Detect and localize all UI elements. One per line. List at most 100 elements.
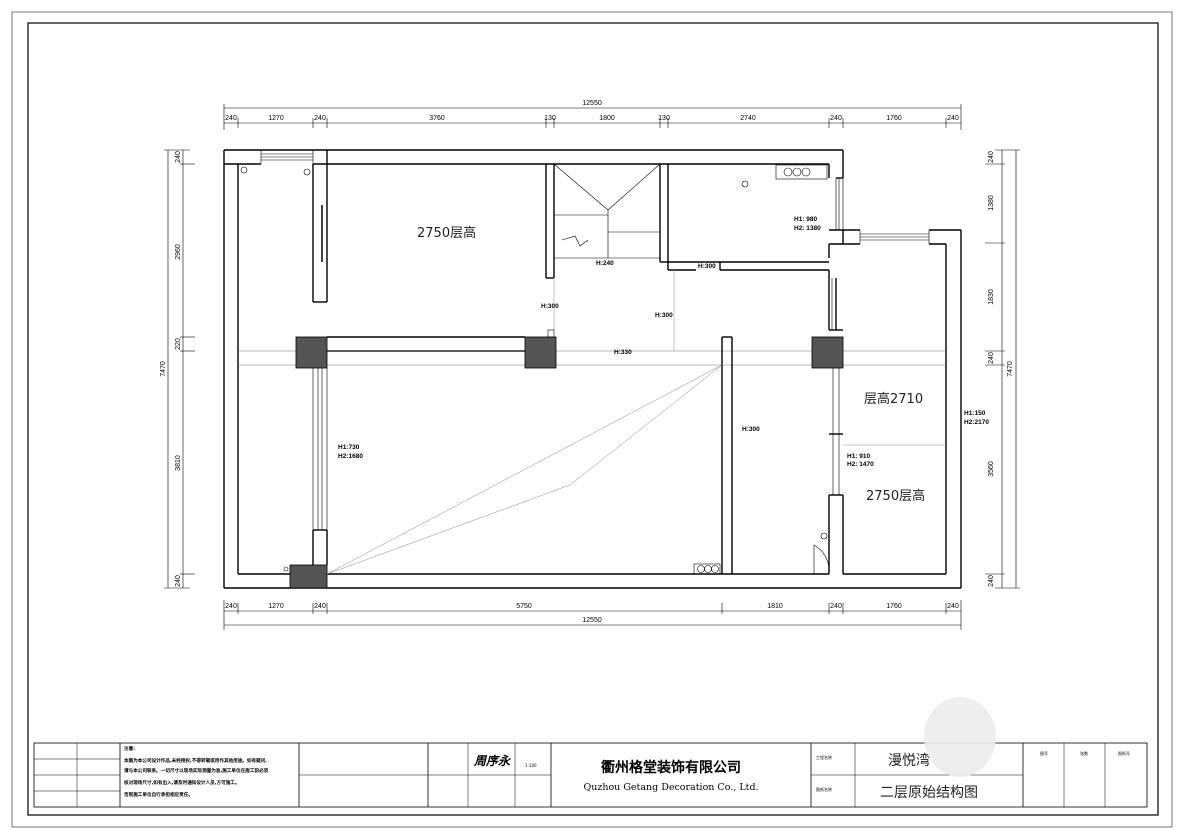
designer-signature: 周序永 xyxy=(473,754,512,768)
annotation-label: H2: 1470 xyxy=(847,461,874,468)
notes-heading: 注意: xyxy=(124,745,135,752)
top-dim-seg: 130 xyxy=(658,115,670,122)
top-dim-seg: 130 xyxy=(544,115,556,122)
stove xyxy=(775,164,828,180)
left-dim-seg: 220 xyxy=(175,338,182,350)
right-dim-seg: 240 xyxy=(988,352,995,364)
left-total-dim: 7470 xyxy=(160,361,167,377)
notes-text: 请与本公司联系。一切尺寸以现场实际测量为准,施工单位在施工前必须 xyxy=(124,767,269,774)
annotation-label: H1:150 xyxy=(964,410,986,417)
window-right-partition xyxy=(831,278,840,495)
right-dim-seg: 1380 xyxy=(988,195,995,211)
bottom-dim-seg: 1270 xyxy=(268,603,284,610)
door-swing xyxy=(813,544,830,574)
field-label: 工程名称 xyxy=(816,754,832,760)
window-kitchen-right xyxy=(835,178,844,230)
sink-bowl xyxy=(697,565,705,573)
annotation-label: H:300 xyxy=(541,303,559,310)
left-dim-seg: 2960 xyxy=(175,244,182,260)
annotation-label: H1: 910 xyxy=(847,453,871,460)
notes-text: 否则施工单位自行承担相应责任。 xyxy=(124,791,193,798)
floor-drain xyxy=(741,180,749,188)
top-dim-seg: 240 xyxy=(830,115,842,122)
bottom-dim-seg: 1810 xyxy=(767,603,783,610)
top-dim-seg: 1270 xyxy=(268,115,284,122)
left-dim-seg: 240 xyxy=(175,151,182,163)
interior-wall-middle xyxy=(327,336,525,352)
top-dim-seg: 240 xyxy=(314,115,326,122)
field-label: 图纸号 xyxy=(1118,750,1130,756)
pipe-marker xyxy=(820,532,828,540)
annotation-label: H:300 xyxy=(655,312,673,319)
structural-column xyxy=(811,336,844,369)
window-left-partition xyxy=(312,368,328,530)
interior-wall-left xyxy=(312,150,328,565)
pipe-marker xyxy=(240,166,248,174)
annotation-label: H1:730 xyxy=(338,444,360,451)
reference-lines xyxy=(326,270,946,575)
left-dimension-chain xyxy=(164,149,195,589)
annotation-label: H2: 1380 xyxy=(794,225,821,232)
staircase xyxy=(545,163,669,279)
top-dim-seg: 1760 xyxy=(886,115,902,122)
interior-wall-kitchen xyxy=(668,261,829,271)
annotation-label: H1: 980 xyxy=(794,216,818,223)
top-dim-seg: 3760 xyxy=(429,115,445,122)
drawing-title: 二层原始结构图 xyxy=(880,785,978,801)
right-dim-seg: 3560 xyxy=(988,461,995,477)
right-total-dim: 7470 xyxy=(1007,361,1014,377)
structural-column xyxy=(524,336,557,369)
structural-column xyxy=(295,336,328,369)
top-dim-seg: 240 xyxy=(947,115,959,122)
field-label: 图纸名称 xyxy=(816,786,832,792)
annotation-label: H:300 xyxy=(698,263,716,270)
stove-burner xyxy=(792,167,802,177)
top-dim-seg: 2740 xyxy=(740,115,756,122)
bottom-dim-seg: 240 xyxy=(830,603,842,610)
sheet-outer-border xyxy=(11,11,1173,828)
sink-bowl xyxy=(704,565,712,573)
right-dim-seg: 240 xyxy=(988,575,995,587)
pipe-marker xyxy=(303,168,311,176)
bottom-dimension-chain xyxy=(223,600,962,630)
bottom-dim-seg: 5750 xyxy=(516,603,532,610)
company-name-cn: 衢州格堂装饰有限公司 xyxy=(601,759,741,776)
top-dim-seg: 240 xyxy=(225,115,237,122)
company-name-en: Quzhou Getang Decoration Co., Ltd. xyxy=(583,782,758,793)
bottom-dim-seg: 1760 xyxy=(886,603,902,610)
scale-value: 1:100 xyxy=(525,763,537,768)
annotation-label: H:330 xyxy=(614,349,632,356)
top-dimension-chain xyxy=(223,104,962,130)
structural-column xyxy=(289,564,328,589)
annotation-label: H2:1680 xyxy=(338,453,363,460)
right-dimension-chain xyxy=(985,149,1020,589)
left-dim-seg: 3810 xyxy=(175,455,182,471)
top-dim-seg: 1800 xyxy=(599,115,615,122)
left-dim-seg: 240 xyxy=(175,575,182,587)
annotation-label: H:300 xyxy=(742,426,760,433)
room-height-label: 2750层高 xyxy=(417,225,476,241)
window-right-annex xyxy=(859,230,930,244)
annotation-label: H2:2170 xyxy=(964,419,989,426)
small-box xyxy=(547,329,555,338)
notes-text: 本图为本公司设计作品,未经授权,不得转载或用作其他用途。如有疑问, xyxy=(123,757,267,764)
bottom-total-dim: 12550 xyxy=(582,617,602,624)
room-height-label: 层高2710 xyxy=(864,391,923,407)
right-dim-seg: 240 xyxy=(988,151,995,163)
room-height-label: 2750层高 xyxy=(866,488,925,504)
sheet-inner-border xyxy=(27,22,1159,816)
bottom-dim-seg: 240 xyxy=(947,603,959,610)
window-top-left xyxy=(260,150,314,164)
sink xyxy=(693,563,721,575)
sink-bowl xyxy=(711,565,719,573)
annotation-label: H:240 xyxy=(596,260,614,267)
project-name: 漫悦湾 xyxy=(888,752,930,769)
top-total-dim: 12550 xyxy=(582,100,602,107)
notes-text: 核对现场尺寸,如有出入,请及时通知设计人员,方可施工。 xyxy=(124,779,240,786)
watermark-overlay xyxy=(924,697,996,777)
bottom-dim-seg: 240 xyxy=(225,603,237,610)
stove-burner xyxy=(783,167,793,177)
title-block xyxy=(33,742,1148,808)
bottom-dim-seg: 240 xyxy=(314,603,326,610)
